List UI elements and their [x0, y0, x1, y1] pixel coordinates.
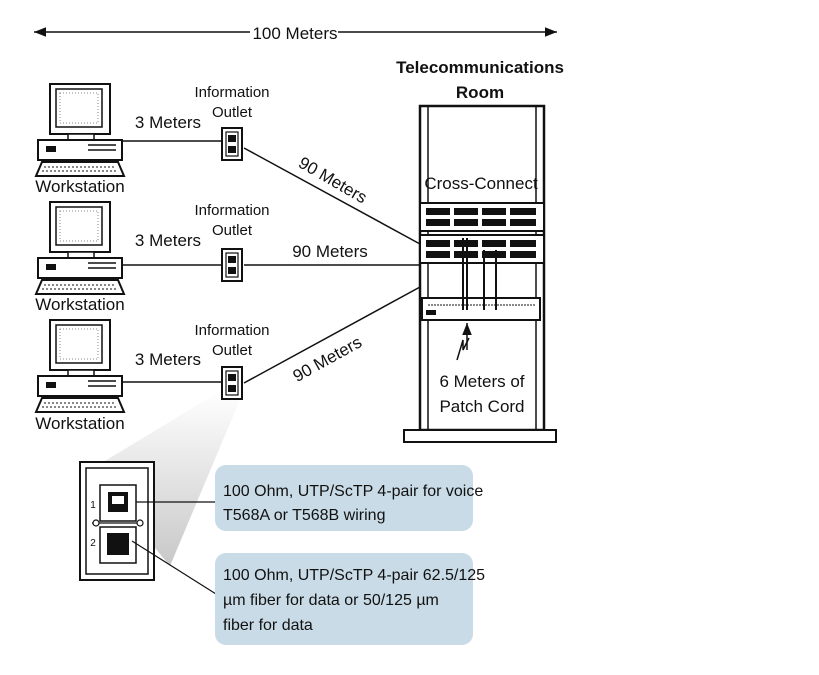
outlet-icon [221, 248, 243, 282]
magnify-spotlight [90, 390, 244, 566]
callout-leader-2 [131, 540, 217, 595]
horizontal-cable-label: 90 Meters [290, 333, 365, 386]
horizontal-cable-label: 90 Meters [295, 153, 370, 207]
outlet-label-line1: Information [194, 202, 269, 219]
callout-data: 100 Ohm, UTP/ScTP 4-pair 62.5/125 µm fib… [215, 553, 485, 645]
patch-cord-line1: 6 Meters of [439, 372, 524, 391]
horizontal-cable-label: 90 Meters [292, 242, 368, 261]
patch-panel-top [419, 202, 545, 232]
callout-voice-line1: 100 Ohm, UTP/ScTP 4-pair for voice [223, 483, 483, 500]
callout-data-line2: µm fiber for data or 50/125 µm [223, 592, 439, 609]
patch-cord-line2: Patch Cord [439, 397, 524, 416]
outlet-label-line1: Information [194, 84, 269, 101]
room-title-line2: Room [456, 83, 504, 102]
computer-icon [35, 319, 125, 413]
outlet-label-line2: Outlet [212, 342, 253, 359]
drop-cable-label: 3 Meters [135, 113, 201, 132]
workstation-label: Workstation [35, 177, 124, 196]
workstation-row-2: Workstation 3 Meters Information Outlet … [35, 201, 420, 314]
outlet-label-line1: Information [194, 322, 269, 339]
outlet-icon [221, 127, 243, 161]
computer-icon [35, 201, 125, 295]
callout-voice-line2: T568A or T568B wiring [223, 507, 385, 524]
network-switch [421, 297, 541, 321]
span-label: 100 Meters [252, 24, 337, 43]
callout-voice: 100 Ohm, UTP/ScTP 4-pair for voice T568A… [215, 465, 483, 531]
workstation-label: Workstation [35, 295, 124, 314]
outlet-detail: 1 2 [79, 461, 217, 595]
cross-connect-label: Cross-Connect [424, 174, 538, 193]
outlet-icon [221, 366, 243, 400]
drop-cable-label: 3 Meters [135, 231, 201, 250]
room-title-line1: Telecommunications [396, 58, 564, 77]
callout-data-line3: fiber for data [223, 617, 313, 634]
span-100m: 100 Meters [34, 24, 557, 43]
telecom-rack [403, 104, 557, 443]
outlet-label-line2: Outlet [212, 222, 253, 239]
outlet-label-line2: Outlet [212, 104, 253, 121]
horizontal-cable [243, 286, 421, 384]
horizontal-cable [243, 147, 421, 245]
callout-data-line1: 100 Ohm, UTP/ScTP 4-pair 62.5/125 [223, 567, 485, 584]
patch-panel-bottom [419, 234, 545, 264]
port-2-number: 2 [90, 538, 96, 549]
drop-cable-label: 3 Meters [135, 350, 201, 369]
port-1-number: 1 [90, 500, 96, 511]
workstation-label: Workstation [35, 414, 124, 433]
computer-icon [35, 83, 125, 177]
